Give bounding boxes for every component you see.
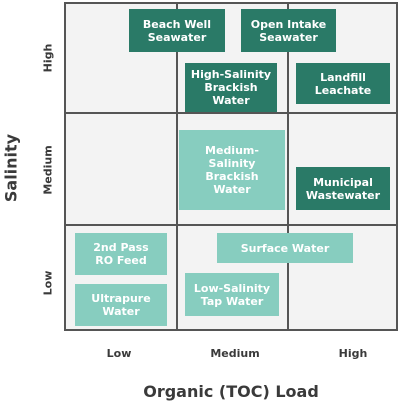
y-axis-title: Salinity	[1, 133, 21, 203]
box-low-salinity-tap-water: Low-Salinity Tap Water	[185, 273, 279, 316]
box-open-intake-seawater: Open Intake Seawater	[241, 9, 336, 52]
box-ultrapure-water: Ultrapure Water	[75, 284, 167, 326]
box-high-salinity-brackish-water: High-Salinity Brackish Water	[185, 63, 277, 112]
matrix-grid: Beach Well Seawater Open Intake Seawater…	[64, 2, 398, 331]
box-medium-salinity-brackish-water: Medium- Salinity Brackish Water	[179, 130, 285, 210]
box-surface-water: Surface Water	[217, 233, 353, 263]
y-tick-medium: Medium	[41, 145, 55, 195]
x-axis-title: Organic (TOC) Load	[143, 382, 319, 401]
x-tick-low: Low	[106, 347, 132, 360]
grid-line-h2	[66, 224, 396, 226]
y-tick-high: High	[41, 43, 55, 73]
x-tick-medium: Medium	[210, 347, 260, 360]
x-tick-high: High	[338, 347, 368, 360]
box-municipal-wastewater: Municipal Wastewater	[296, 167, 390, 210]
box-beach-well-seawater: Beach Well Seawater	[129, 9, 225, 52]
box-landfill-leachate: Landfill Leachate	[296, 63, 390, 104]
grid-line-v1	[176, 4, 178, 329]
grid-line-h1	[66, 112, 396, 114]
box-2nd-pass-ro-feed: 2nd Pass RO Feed	[75, 233, 167, 275]
y-tick-low: Low	[41, 270, 55, 296]
grid-line-v2	[287, 4, 289, 329]
